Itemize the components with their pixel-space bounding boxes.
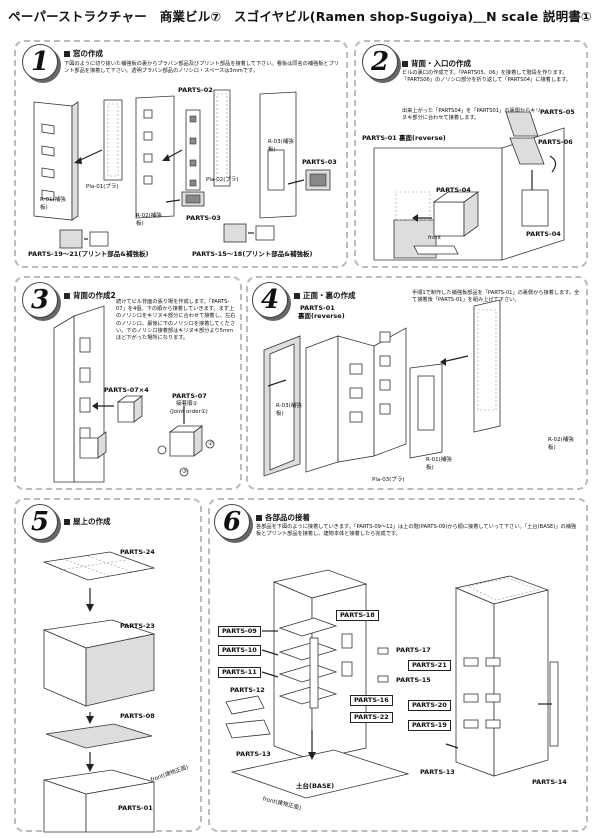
step-1-heading: 窓の作成 <box>64 48 103 59</box>
label-joint-2: ② <box>208 441 213 447</box>
step-2-panel <box>354 40 588 268</box>
label-parts-17: PARTS-17 <box>396 646 431 654</box>
label-parts-18: PARTS-18 <box>336 610 379 621</box>
label-parts-03-right: PARTS-03 <box>302 158 337 166</box>
label-parts-15-18: PARTS-15～18(プリント部品&補強板) <box>192 250 313 258</box>
label-parts-03-left: PARTS-03 <box>186 214 221 222</box>
label-parts-19-21: PARTS-19～21(プリント部品&補強板) <box>28 250 149 258</box>
step-1-panel <box>14 40 348 268</box>
label-parts-01-step5: PARTS-01 <box>118 804 153 812</box>
label-r-03-step4: R-03(補強板) <box>276 403 302 417</box>
label-parts-02: PARTS-02 <box>178 86 213 94</box>
step-3-illustration <box>53 305 215 483</box>
label-parts-22: PARTS-22 <box>350 712 393 723</box>
step-6-panel <box>208 498 588 832</box>
step-6-illustration <box>225 569 559 799</box>
label-joint-order-en: (Joint order①) <box>170 409 208 415</box>
label-joint-3: ③ <box>182 469 187 475</box>
label-r-02-step4: R-02(補強板) <box>548 437 574 451</box>
label-pla-01: Pla-01(プラ) <box>86 184 119 190</box>
label-parts-15: PARTS-15 <box>396 676 431 684</box>
label-parts-11: PARTS-11 <box>218 667 261 678</box>
label-parts-04-b: PARTS-04 <box>526 230 561 238</box>
label-pla-02: Pla-02(プラ) <box>206 177 239 183</box>
label-parts-24: PARTS-24 <box>120 548 155 556</box>
label-front: front <box>428 235 442 241</box>
label-reverse: 裏面(reverse) <box>298 312 345 320</box>
label-r-01: R-01(補強板) <box>40 197 66 211</box>
label-parts-13-right: PARTS-13 <box>420 768 455 776</box>
step-6-text: 各部品を下図のように接着していきます。「PARTS-09～12」は上の階(PAR… <box>256 524 577 538</box>
step-4-number: 4 <box>252 282 288 318</box>
label-parts-07x4: PARTS-07×4 <box>104 386 149 394</box>
label-parts-07: PARTS-07 <box>172 392 207 400</box>
label-parts-23: PARTS-23 <box>120 622 155 630</box>
label-r-01-step4: R-01(補強板) <box>426 457 452 471</box>
step-6-heading: 各部品の接着 <box>256 512 310 523</box>
label-parts-20: PARTS-20 <box>408 700 451 711</box>
step-4-illustration <box>263 299 501 477</box>
label-parts-12: PARTS-12 <box>230 686 265 694</box>
label-parts-16: PARTS-16 <box>350 695 393 706</box>
step-2-illustration <box>373 111 565 261</box>
document-title: ペーパーストラクチャー 商業ビル⑦ スゴイヤビル(Ramen shop-Sugo… <box>8 9 592 24</box>
label-parts-19: PARTS-19 <box>408 720 451 731</box>
step-4-heading: 正面・裏の作成 <box>294 290 356 301</box>
label-parts-14: PARTS-14 <box>532 778 567 786</box>
label-parts-06: PARTS-06 <box>538 138 573 146</box>
label-parts-21: PARTS-21 <box>408 660 451 671</box>
step-3-heading: 背面の作成2 <box>64 290 116 301</box>
step-3-number: 3 <box>22 282 58 318</box>
step-1-illustration <box>33 89 331 249</box>
label-r-02: R-02(補強板) <box>136 213 162 227</box>
label-parts-09: PARTS-09 <box>218 626 261 637</box>
step-4-text: 手順1で制作した補強板部品を「PARTS-01」の裏側から接着します。全て接着後… <box>412 290 580 304</box>
step-2-heading: 背面・入口の作成 <box>402 58 471 69</box>
step-1-number: 1 <box>22 44 58 80</box>
step-2-text: ビルの裏口の作成です。「PARTS05、06」を接着して階段を作ります。「PAR… <box>402 70 572 84</box>
step-6-number: 6 <box>214 504 250 540</box>
label-parts-01: PARTS-01 <box>300 304 335 312</box>
step-4-panel <box>246 276 588 490</box>
step-5-heading: 屋上の作成 <box>64 516 111 527</box>
label-base: 土台(BASE) <box>296 782 335 790</box>
label-joint-order-jp: 接着順① <box>176 401 198 407</box>
step-5-number: 5 <box>22 504 58 540</box>
label-r-03: R-03(補強板) <box>268 139 294 153</box>
step-3-panel <box>14 276 242 490</box>
step-3-text: 続けてビル背面の張り場を作成します。「PARTS-07」を4個、下の順から接着し… <box>116 299 236 342</box>
step-1-text: 下図のように切り抜いた補強板の裏からプラバン部品及びプリント部品を接着して下さい… <box>64 61 339 75</box>
label-pla-03: Pla-03(プラ) <box>372 477 405 483</box>
label-parts-08: PARTS-08 <box>120 712 155 720</box>
label-parts-10: PARTS-10 <box>218 645 261 656</box>
label-parts-05: PARTS-05 <box>540 108 575 116</box>
label-parts-13-left: PARTS-13 <box>236 750 271 758</box>
label-parts-01-reverse: PARTS-01 裏面(reverse) <box>362 134 446 142</box>
label-parts-04-a: PARTS-04 <box>436 186 471 194</box>
step-2-number: 2 <box>362 44 398 80</box>
step-2-text-2: 出来上がった「PARTS04」を「PARTS01」の裏側からキリヌキ部分に合わせ… <box>402 108 541 122</box>
step-5-illustration <box>42 551 156 833</box>
